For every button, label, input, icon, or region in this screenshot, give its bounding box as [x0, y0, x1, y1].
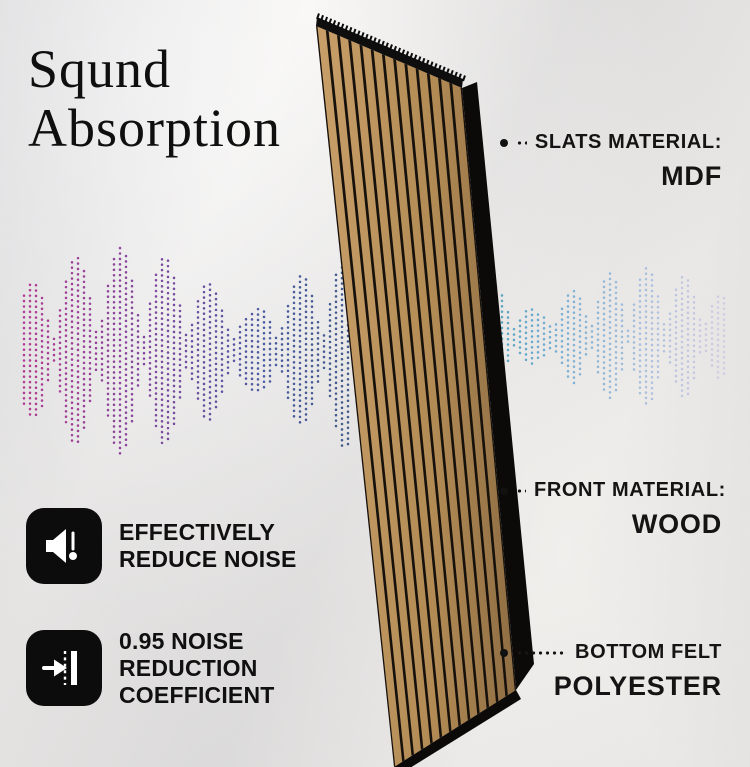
- dotted-leader-line: [516, 140, 527, 145]
- callout-front-material: FRONT MATERIAL: WOOD: [500, 479, 725, 540]
- feature-line: REDUCTION: [119, 654, 258, 681]
- callout-row: FRONT MATERIAL:: [500, 479, 725, 502]
- dotted-leader-line: [516, 488, 526, 493]
- feature-text: EFFECTIVELY REDUCE NOISE: [119, 519, 296, 573]
- callout-row: SLATS MATERIAL:: [500, 131, 722, 154]
- feature-line: REDUCE NOISE: [119, 546, 297, 572]
- door-arrow-icon: [26, 630, 102, 707]
- title-line-2: Absorption: [28, 98, 281, 159]
- callout-bottom-felt: BOTTOM FELT POLYESTER: [500, 641, 722, 702]
- title-line-1: Sqund: [28, 39, 172, 99]
- callout-heading: FRONT MATERIAL:: [534, 479, 726, 501]
- feature-nrc: 0.95 NOISE REDUCTION COEFFICIENT: [26, 628, 275, 709]
- callout-value: MDF: [661, 161, 722, 191]
- feature-text: 0.95 NOISE REDUCTION COEFFICIENT: [119, 628, 275, 709]
- bullet-dot-icon: [500, 648, 508, 657]
- feature-line: EFFECTIVELY: [119, 519, 275, 546]
- page-title: Sqund Absorption: [28, 39, 281, 159]
- callout-row: BOTTOM FELT: [500, 641, 722, 664]
- callout-heading: SLATS MATERIAL:: [534, 131, 722, 153]
- feature-line: 0.95 NOISE: [119, 628, 244, 654]
- callout-heading: BOTTOM FELT: [575, 641, 722, 663]
- dotted-leader-line: [516, 650, 568, 655]
- bullet-dot-icon: [500, 138, 508, 147]
- callout-slats-material: SLATS MATERIAL: MDF: [500, 131, 722, 192]
- callout-value: WOOD: [631, 509, 722, 539]
- feature-reduce-noise: EFFECTIVELY REDUCE NOISE: [26, 508, 296, 584]
- bullet-dot-icon: [500, 486, 508, 495]
- speaker-icon: [26, 508, 102, 584]
- feature-line: COEFFICIENT: [119, 681, 275, 708]
- callout-value: POLYESTER: [553, 671, 722, 701]
